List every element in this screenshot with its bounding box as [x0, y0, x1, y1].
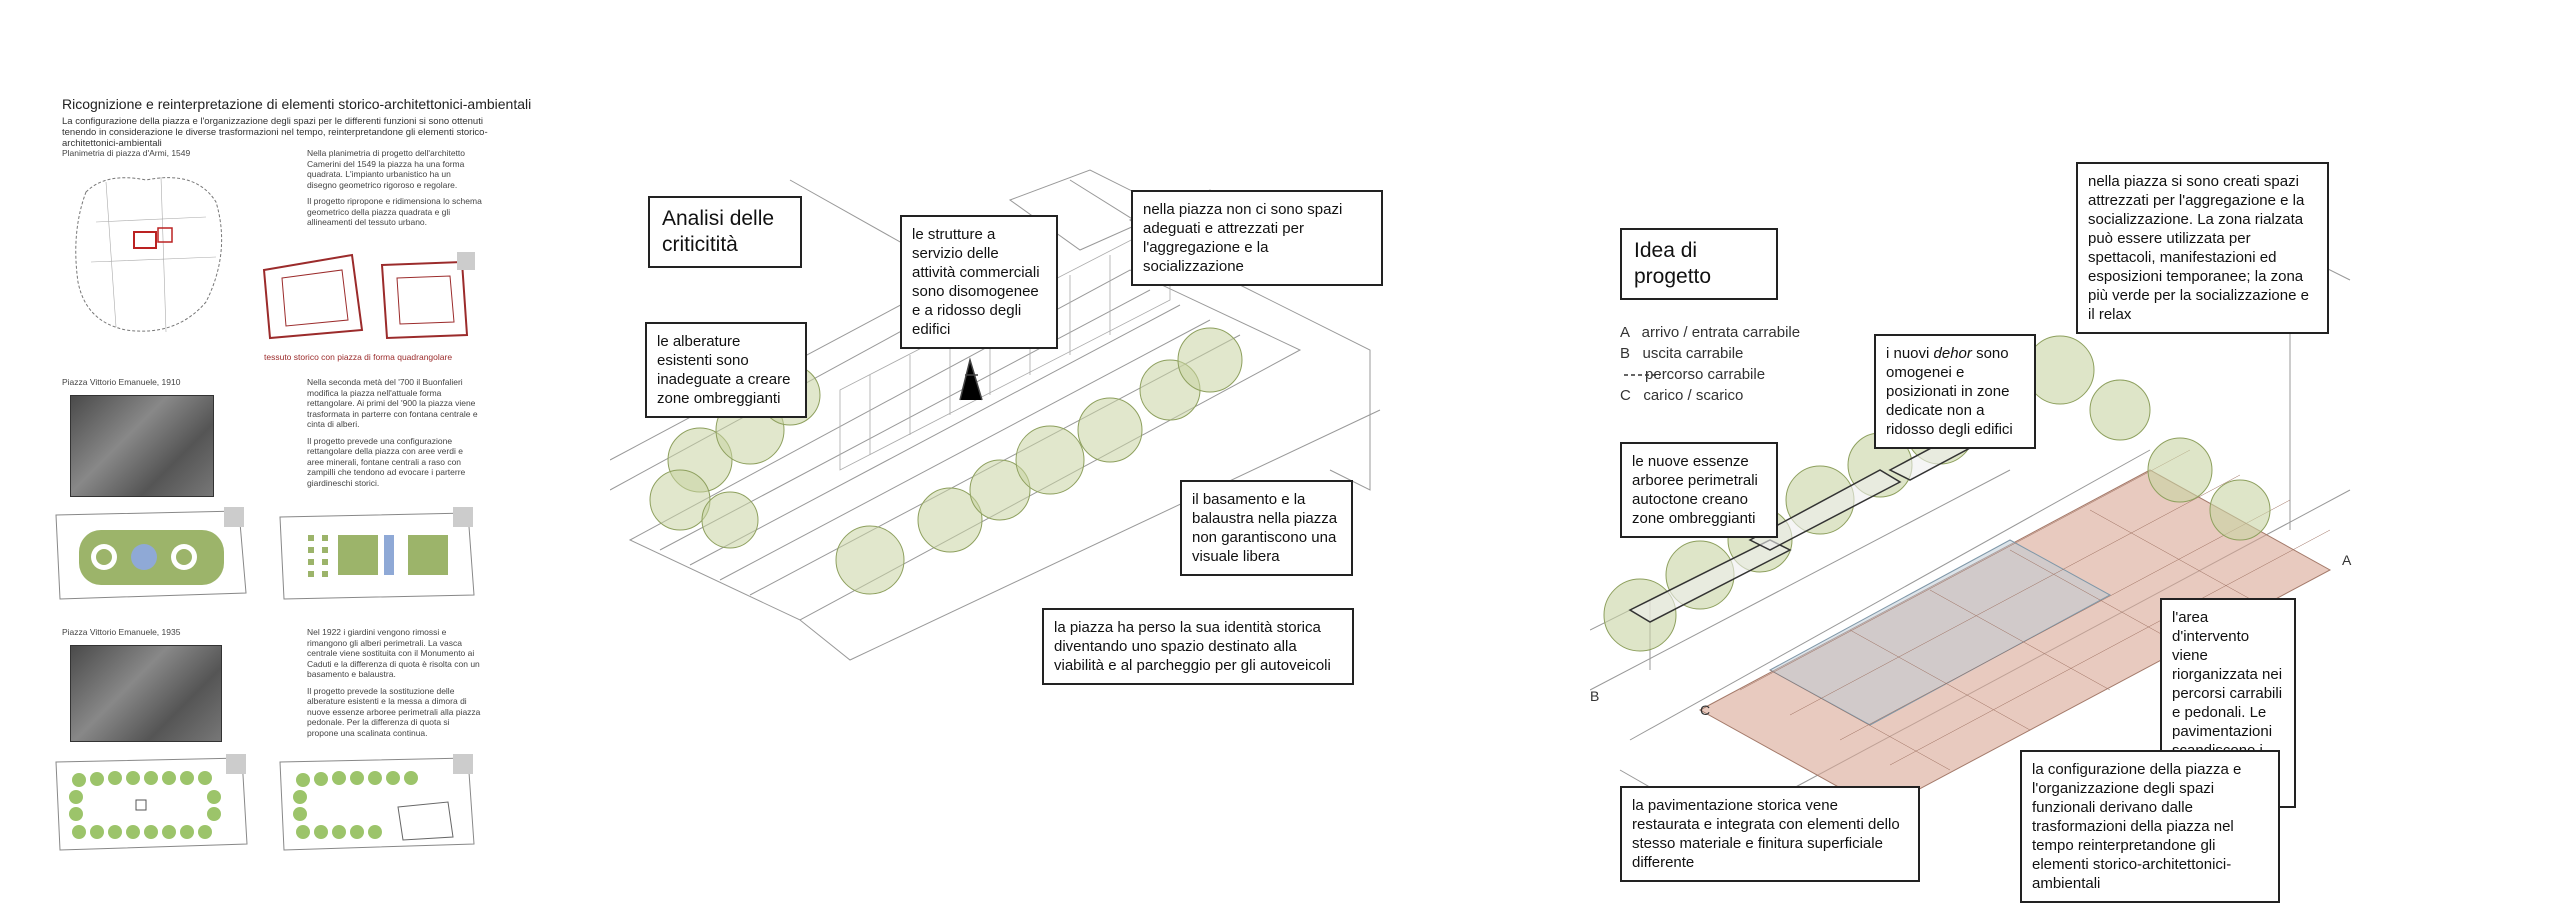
row1-note: tessuto storico con piazza di forma quad…	[264, 352, 453, 362]
dehor-text-post: sono omogenei e posizionati in zone dedi…	[1886, 345, 2013, 438]
project-callout-new-trees: le nuove essenze arboree perimetrali aut…	[1620, 442, 1778, 538]
project-letter-a: A	[2342, 552, 2352, 568]
tree-lined-plan-1935	[54, 752, 249, 857]
row1-caption: Planimetria di piazza d'Armi, 1549	[62, 148, 191, 158]
historic-photo-1910	[70, 395, 214, 497]
row3-text: Nel 1922 i giardini vengono rimossi e ri…	[307, 627, 482, 744]
row1-text1: Nella planimetria di progetto dell'archi…	[307, 148, 466, 190]
parterre-plan-1910	[54, 505, 249, 605]
analysis-callout-existing-trees: le alberature esistenti sono inadeguate …	[645, 322, 807, 418]
row2-caption: Piazza Vittorio Emanuele, 1910	[62, 377, 181, 387]
project-callout-configuration: la configurazione della piazza e l'organ…	[2020, 750, 2280, 903]
tree-lined-project-plan	[278, 752, 478, 857]
dehor-text-pre: i nuovi	[1886, 345, 1934, 362]
project-letter-b: B	[1590, 688, 1600, 704]
project-axonometric-drawing	[1590, 170, 2370, 820]
project-legend: A arrivo / entrata carrabile B uscita ca…	[1620, 322, 1800, 406]
legend-item-arrival: A arrivo / entrata carrabile	[1620, 324, 1801, 341]
legend-item-loading: C carico / scarico	[1620, 387, 1744, 404]
legend-item-route: percorso carrabile	[1620, 366, 1766, 383]
project-callout-dehor: i nuovi dehor sono omogenei e posizionat…	[1874, 334, 2036, 449]
row1-text: Nella planimetria di progetto dell'archi…	[307, 148, 482, 234]
historic-photo-1935	[70, 645, 222, 742]
legend-route-line	[1624, 374, 1660, 376]
legend-item-exit: B uscita carrabile	[1620, 345, 1744, 362]
historic-plan-1549	[66, 162, 236, 342]
left-panel-intro: La configurazione della piazza e l'organ…	[62, 116, 488, 149]
row1-text2: Il progetto ripropone e ridimensiona lo …	[307, 196, 482, 227]
square-scheme-diagram	[262, 250, 477, 342]
analysis-callout-basement: il basamento e la balaustra nella piazza…	[1180, 480, 1353, 576]
analysis-callout-lost-identity: la piazza ha perso la sua identità stori…	[1042, 608, 1354, 685]
analysis-title: Analisi delle criticitità	[648, 196, 802, 268]
project-callout-paving: la pavimentazione storica vene restaurat…	[1620, 786, 1920, 882]
project-callout-aggregation-spaces: nella piazza si sono creati spazi attrez…	[2076, 162, 2329, 334]
row2-text: Nella seconda metà del '700 il Buonfalie…	[307, 377, 482, 494]
left-panel-title: Ricognizione e reinterpretazione di elem…	[62, 96, 532, 112]
row3-text1: Nel 1922 i giardini vengono rimossi e ri…	[307, 627, 480, 679]
project-title: Idea di progetto	[1620, 228, 1778, 300]
project-letter-c: C	[1700, 702, 1711, 718]
analysis-callout-commercial-structures: le strutture a servizio delle attività c…	[900, 215, 1058, 349]
dehor-text-em: dehor	[1933, 345, 1972, 362]
analysis-callout-no-spaces: nella piazza non ci sono spazi adeguati …	[1131, 190, 1383, 286]
row2-text2: Il progetto prevede una configurazione r…	[307, 435, 466, 488]
row2-text1: Nella seconda metà del '700 il Buonfalie…	[307, 377, 478, 429]
row3-text2: Il progetto prevede la sostituzione dell…	[307, 685, 481, 738]
row3-caption: Piazza Vittorio Emanuele, 1935	[62, 627, 181, 637]
parterre-project-plan	[278, 505, 478, 605]
